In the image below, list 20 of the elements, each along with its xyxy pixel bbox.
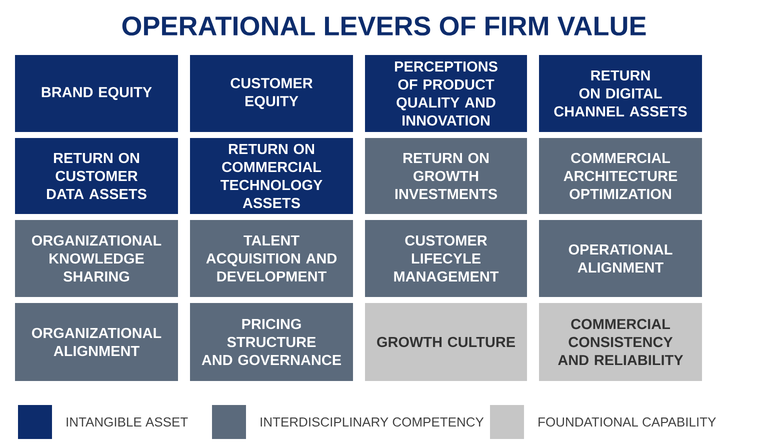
legend-label: INTERDISCIPLINARY COMPETENCY xyxy=(260,417,484,427)
lever-box: BRAND EQUITY xyxy=(15,55,178,132)
legend-label: INTANGIBLE ASSET xyxy=(66,417,188,427)
lever-box: CUSTOMER EQUITY xyxy=(190,55,353,132)
lever-box: RETURN ON CUSTOMER DATA ASSETS xyxy=(15,138,178,214)
legend-label: FOUNDATIONAL CAPABILITY xyxy=(538,417,716,427)
lever-box: PRICING STRUCTURE AND GOVERNANCE xyxy=(190,303,353,381)
lever-box: COMMERCIAL ARCHITECTURE OPTIMIZATION xyxy=(539,138,702,214)
lever-box: RETURN ON GROWTH INVESTMENTS xyxy=(365,138,527,214)
lever-box: GROWTH CULTURE xyxy=(365,303,527,381)
lever-box: PERCEPTIONS OF PRODUCT QUALITY AND INNOVATION xyxy=(365,55,527,132)
lever-box: COMMERCIAL CONSISTENCY AND RELIABILITY xyxy=(539,303,702,381)
lever-box: TALENT ACQUISITION AND DEVELOPMENT xyxy=(190,220,353,297)
title: OPERATIONAL LEVERS OF FIRM VALUE xyxy=(122,16,646,36)
lever-box: ORGANIZATIONAL ALIGNMENT xyxy=(15,303,178,381)
lever-box: ORGANIZATIONAL KNOWLEDGE SHARING xyxy=(15,220,178,297)
lever-box: RETURN ON DIGITAL CHANNEL ASSETS xyxy=(539,55,702,132)
lever-box: OPERATIONAL ALIGNMENT xyxy=(539,220,702,297)
lever-box: CUSTOMER LIFECYLE MANAGEMENT xyxy=(365,220,527,297)
lever-box: RETURN ON COMMERCIAL TECHNOLOGY ASSETS xyxy=(190,138,353,214)
